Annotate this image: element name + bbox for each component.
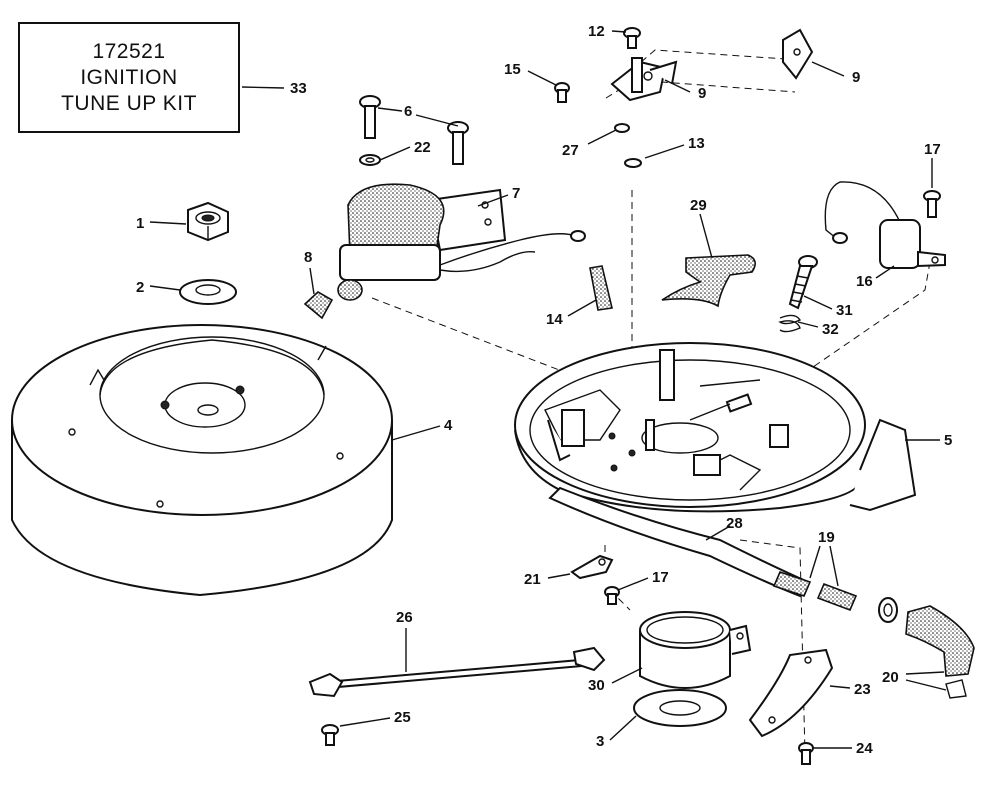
part-1-hex-nut bbox=[187, 201, 229, 242]
tune-up-kit-box: 172521 IGNITION TUNE UP KIT bbox=[18, 22, 240, 133]
part-27-washer bbox=[614, 123, 630, 133]
callout-1: 1 bbox=[136, 215, 144, 232]
part-22-lock-washer bbox=[359, 154, 381, 166]
part-9-breaker-points bbox=[610, 28, 814, 102]
callout-21: 21 bbox=[524, 571, 541, 588]
part-15-screw bbox=[554, 82, 570, 103]
callout-2: 2 bbox=[136, 279, 144, 296]
part-13-washer bbox=[624, 158, 642, 168]
part-26-ground-strap bbox=[308, 646, 606, 698]
part-7-ignition-coil bbox=[337, 183, 586, 301]
part-6-screws bbox=[359, 95, 469, 165]
callout-26: 26 bbox=[396, 609, 413, 626]
part-31-adjusting-screw bbox=[788, 255, 818, 310]
callout-32: 32 bbox=[822, 321, 839, 338]
callout-5: 5 bbox=[944, 432, 952, 449]
callout-30: 30 bbox=[588, 677, 605, 694]
callout-20: 20 bbox=[882, 669, 899, 686]
callout-9-right: 9 bbox=[852, 69, 860, 86]
part-2-washer bbox=[179, 279, 237, 305]
part-8-terminal-cap bbox=[303, 291, 334, 320]
callout-12: 12 bbox=[588, 23, 605, 40]
part-21-clip bbox=[570, 554, 614, 580]
callout-17-upper: 17 bbox=[924, 141, 941, 158]
part-29-felt-wick bbox=[661, 254, 756, 308]
callout-25: 25 bbox=[394, 709, 411, 726]
callout-14: 14 bbox=[546, 311, 563, 328]
part-25-screw bbox=[321, 724, 339, 746]
callout-29: 29 bbox=[690, 197, 707, 214]
callout-22: 22 bbox=[414, 139, 431, 156]
callout-8: 8 bbox=[304, 249, 312, 266]
leader-lines bbox=[149, 30, 947, 749]
part-3-thrust-washer bbox=[633, 689, 727, 727]
part-23-lever bbox=[748, 648, 834, 738]
callout-7: 7 bbox=[512, 185, 520, 202]
kit-part-number: 172521 bbox=[92, 39, 166, 63]
kit-title-line-1: IGNITION bbox=[80, 65, 178, 89]
callout-27: 27 bbox=[562, 142, 579, 159]
part-19-sleeves bbox=[772, 571, 898, 623]
callout-19: 19 bbox=[818, 529, 835, 546]
callout-labels: 1 2 33 6 22 7 8 12 15 9 9 27 13 17 16 29… bbox=[136, 23, 952, 757]
callout-13: 13 bbox=[688, 135, 705, 152]
callout-28: 28 bbox=[726, 515, 743, 532]
part-5-armature-plate bbox=[514, 342, 917, 513]
part-32-spring bbox=[778, 314, 802, 333]
callout-9-left: 9 bbox=[698, 85, 706, 102]
part-17-screw-lower bbox=[604, 586, 620, 605]
part-28-lead-wire bbox=[548, 486, 810, 598]
part-30-retainer bbox=[639, 611, 752, 689]
callout-4: 4 bbox=[444, 417, 453, 434]
part-16-condenser bbox=[824, 181, 946, 269]
callout-16: 16 bbox=[856, 273, 873, 290]
callout-3: 3 bbox=[596, 733, 604, 750]
callout-24: 24 bbox=[856, 740, 873, 757]
callout-17-lower: 17 bbox=[652, 569, 669, 586]
part-14-pad bbox=[589, 265, 613, 311]
callout-15: 15 bbox=[504, 61, 521, 78]
part-17-screw-upper bbox=[923, 190, 941, 218]
part-20-plug-boot bbox=[905, 605, 975, 699]
part-4-flywheel bbox=[11, 324, 393, 597]
callout-33: 33 bbox=[290, 80, 307, 97]
kit-title-line-2: TUNE UP KIT bbox=[61, 91, 197, 115]
part-24-screw bbox=[798, 742, 814, 765]
callout-31: 31 bbox=[836, 302, 853, 319]
part-12-screw bbox=[623, 27, 641, 49]
callout-23: 23 bbox=[854, 681, 871, 698]
callout-6: 6 bbox=[404, 103, 412, 120]
